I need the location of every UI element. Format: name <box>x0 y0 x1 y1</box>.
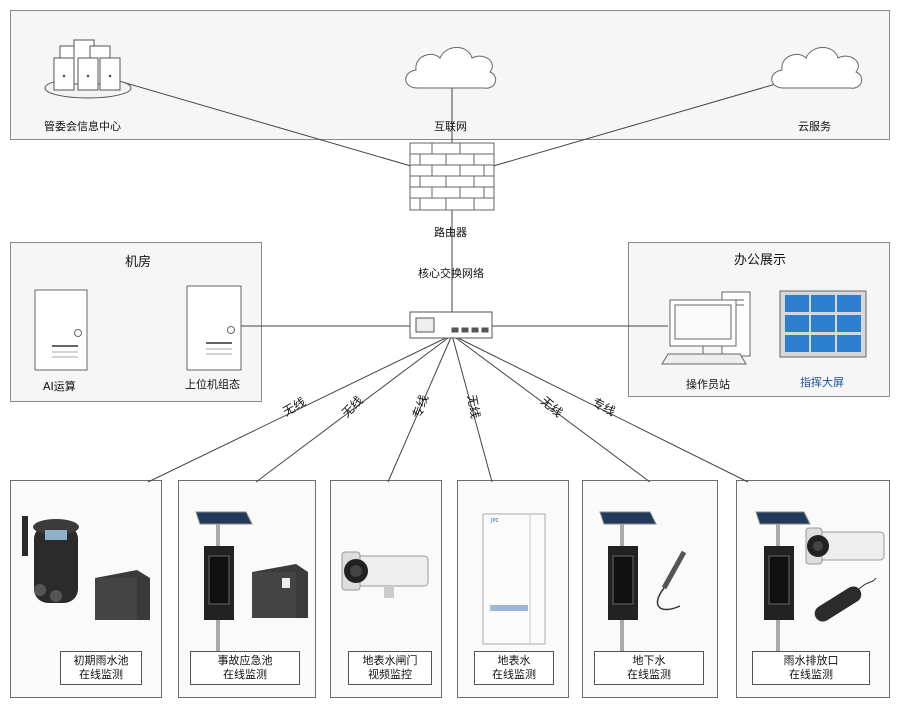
station-caption-1-line2: 在线监测 <box>79 668 123 681</box>
svg-text:JPC: JPC <box>490 518 499 524</box>
host-config-label: 上位机组态 <box>185 378 240 391</box>
internet-label: 互联网 <box>434 120 467 133</box>
firewall-icon <box>409 142 495 211</box>
level-probe-icon <box>656 550 687 611</box>
station-caption-2: 事故应急池 在线监测 <box>190 651 300 685</box>
outfall-monitor-pole-icon <box>755 511 811 654</box>
station-caption-1: 初期雨水池 在线监测 <box>60 651 142 685</box>
router-label: 路由器 <box>434 226 467 239</box>
station-caption-3-line1: 地表水闸门 <box>362 654 418 667</box>
server-cluster-icon <box>44 39 132 99</box>
bullet-camera-icon-2 <box>805 527 885 565</box>
station-caption-4: 地表水 在线监测 <box>474 651 554 685</box>
bullet-camera-icon <box>341 551 429 598</box>
station-caption-3: 地表水闸门 视频监控 <box>348 651 432 685</box>
machine-room-title: 机房 <box>125 255 152 270</box>
submersible-probe-icon <box>814 577 877 622</box>
ai-server-icon <box>34 289 88 371</box>
station-caption-2-line1: 事故应急池 <box>217 654 273 667</box>
station-caption-5: 地下水 在线监测 <box>594 651 704 685</box>
connection-lines <box>87 70 818 483</box>
station-caption-4-line1: 地表水 <box>497 654 531 667</box>
station-caption-5-line1: 地下水 <box>632 654 666 667</box>
station-caption-3-line2: 视频监控 <box>368 668 412 681</box>
station-caption-2-line2: 在线监测 <box>223 668 267 681</box>
water-analyzer-cabinet-icon: JPC <box>482 513 546 645</box>
ai-compute-label: AI运算 <box>43 380 76 393</box>
video-wall-icon <box>779 290 867 358</box>
station-caption-1-line1: 初期雨水池 <box>73 654 129 667</box>
cloud-service-icon <box>771 47 863 89</box>
solar-monitor-pole-icon <box>195 511 253 654</box>
bigscreen-label: 指挥大屏 <box>800 376 844 389</box>
cabinet-icon <box>95 570 150 620</box>
internet-cloud-icon <box>405 47 497 89</box>
datacenter-label: 管委会信息中心 <box>44 120 121 133</box>
water-level-meter-icon <box>22 516 79 603</box>
station-caption-6: 雨水排放口 在线监测 <box>752 651 870 685</box>
cabinet-icon-2 <box>252 564 308 618</box>
station-caption-6-line2: 在线监测 <box>789 668 833 681</box>
workstation-label: 操作员站 <box>686 378 730 391</box>
cloud-service-label: 云服务 <box>798 120 831 133</box>
core-network-label: 核心交换网络 <box>418 267 484 280</box>
station-caption-4-line2: 在线监测 <box>492 668 536 681</box>
groundwater-monitor-pole-icon <box>599 511 657 654</box>
station-caption-6-line1: 雨水排放口 <box>783 654 839 667</box>
host-server-icon <box>186 285 242 371</box>
office-title: 办公展示 <box>734 253 787 268</box>
station-caption-5-line2: 在线监测 <box>627 668 671 681</box>
workstation-icon <box>661 291 751 365</box>
core-switch-icon <box>409 311 493 339</box>
